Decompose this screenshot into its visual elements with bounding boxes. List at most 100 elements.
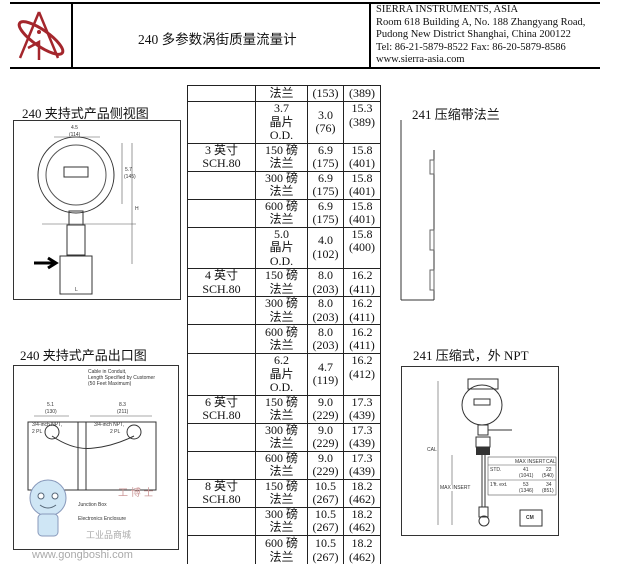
header-bottom-rule <box>10 67 600 69</box>
dimension-a-cell: 9.0(229) <box>307 394 344 424</box>
pipe-size-cell <box>187 101 256 144</box>
table-label: 53 <box>523 482 529 488</box>
connection-type-cell: 法兰 <box>255 85 308 102</box>
table-row: 法兰(153)(389) <box>187 85 381 102</box>
cell-line: 300 磅 <box>264 422 298 437</box>
pipe-size-cell <box>187 506 256 536</box>
callout-label: (50 Feet Maximum) <box>88 381 132 387</box>
cell-line: 6.2 <box>274 353 289 367</box>
cell-line: 300 磅 <box>264 296 298 310</box>
pipe-size-cell <box>187 85 256 102</box>
cell-line: 6.9 <box>318 170 333 185</box>
cell-line: 600 磅 <box>264 324 298 339</box>
cell-line: 8.0 <box>318 324 333 339</box>
watermark-brand: 工 博 士 <box>118 488 154 499</box>
dimension-b-cell: 18.2(462) <box>343 506 381 536</box>
table-label: MAX INSERT <box>515 459 546 465</box>
cell-line: (267) <box>312 520 339 534</box>
dimension-b-cell: 16.2(411) <box>343 324 381 354</box>
sierra-logo-icon <box>17 11 65 60</box>
cell-line: 18.2 <box>351 478 373 493</box>
cell-line: 法兰 <box>269 309 294 324</box>
cell-line: (401) <box>349 184 375 198</box>
dim-label: (211) <box>117 409 129 415</box>
cell-line: 10.5 <box>315 506 336 521</box>
pipe-size-cell <box>187 296 256 325</box>
cell-line: (412) <box>349 366 375 381</box>
watermark-cn: 工业品商城 <box>86 530 132 540</box>
dim-label: (130) <box>45 409 57 415</box>
cell-line: 法兰 <box>269 492 294 506</box>
cell-line: (389) <box>349 85 375 100</box>
cell-line: 4.0 <box>318 233 333 248</box>
cell-line: (401) <box>349 212 375 226</box>
cell-line: 法兰 <box>269 85 294 100</box>
pipe-size-cell <box>187 226 256 269</box>
cell-line: 16.2 <box>351 353 373 367</box>
cell-line: 10.5 <box>315 478 336 493</box>
table-label: 22 <box>546 467 552 473</box>
cell-line: (389) <box>349 114 375 129</box>
table-label: STD. <box>490 467 502 473</box>
flange-drawing <box>400 120 435 301</box>
callout-label: 2 PL <box>110 429 121 435</box>
section-title-npt: 241 压缩式，外 NPT <box>413 348 529 363</box>
section-title-outlet-view: 240 夹持式产品出口图 <box>20 348 147 363</box>
cell-line: 15.8 <box>351 142 373 157</box>
npt-drawing: CAL MAX INSERT MAX INSERT CAL STD. 41 22… <box>401 366 559 536</box>
pipe-size-cell: 6 英寸 SCH.80 <box>187 394 256 424</box>
cell-line: (439) <box>349 464 375 478</box>
cell-line: 法兰 <box>269 184 294 198</box>
dimension-b-cell: 18.2(462) <box>343 534 381 564</box>
cell-line: (119) <box>312 373 339 388</box>
cell-line: 法兰 <box>269 281 294 296</box>
cell-line: (229) <box>312 408 339 422</box>
dimension-b-cell: 15.8(401) <box>343 170 381 200</box>
dim-label: 5.1 <box>47 402 54 408</box>
cell-line: 150 磅 <box>264 142 298 157</box>
connection-type-cell: 150 磅法兰 <box>255 478 308 508</box>
callout-label: 2 PL <box>32 429 43 435</box>
dimension-a-cell: 6.9(175) <box>307 198 344 228</box>
cell-line: 15.8 <box>351 226 373 241</box>
website-link[interactable]: www.sierra-asia.com <box>376 54 465 66</box>
cell-line: 法兰 <box>269 549 294 564</box>
cell-line: (102) <box>312 246 339 261</box>
dimension-a-cell: 10.5(267) <box>307 506 344 536</box>
cell-line: 16.2 <box>351 296 373 310</box>
cell-line: 晶片 <box>269 240 294 254</box>
connection-type-cell: 600 磅法兰 <box>255 534 308 564</box>
cell-line: (229) <box>312 436 339 450</box>
header-top-rule <box>10 2 600 4</box>
cell-line: (462) <box>349 492 375 506</box>
dimension-a-cell: 10.5(267) <box>307 478 344 508</box>
phone-fax: Tel: 86-21-5879-8522 Fax: 86-20-5879-858… <box>376 41 566 53</box>
cell-line: (175) <box>312 212 339 226</box>
cell-line: (462) <box>349 520 375 534</box>
outlet-view-drawing: Cable in Conduit, Length Specified by Cu… <box>13 365 179 550</box>
cell-line: (411) <box>349 338 375 352</box>
table-label: (1346) <box>519 488 534 494</box>
dimension-b-cell: 15.8(401) <box>343 198 381 228</box>
connection-type-cell: 300 磅法兰 <box>255 506 308 536</box>
pipe-size-cell <box>187 170 256 200</box>
company-address: SIERRA INSTRUMENTS, ASIA Room 618 Buildi… <box>376 4 585 67</box>
callout-label: 3/4-inch NPT, <box>94 422 125 428</box>
cell-line: O.D. <box>269 128 294 142</box>
cell-line: 法兰 <box>269 212 294 226</box>
cell-line: (400) <box>349 240 375 254</box>
cell-line: 18.2 <box>351 536 373 550</box>
cell-line: (203) <box>312 338 339 352</box>
cell-line: 5.0 <box>274 226 289 241</box>
cell-line: 8.0 <box>318 296 333 310</box>
cell-line: 法兰 <box>269 464 294 478</box>
